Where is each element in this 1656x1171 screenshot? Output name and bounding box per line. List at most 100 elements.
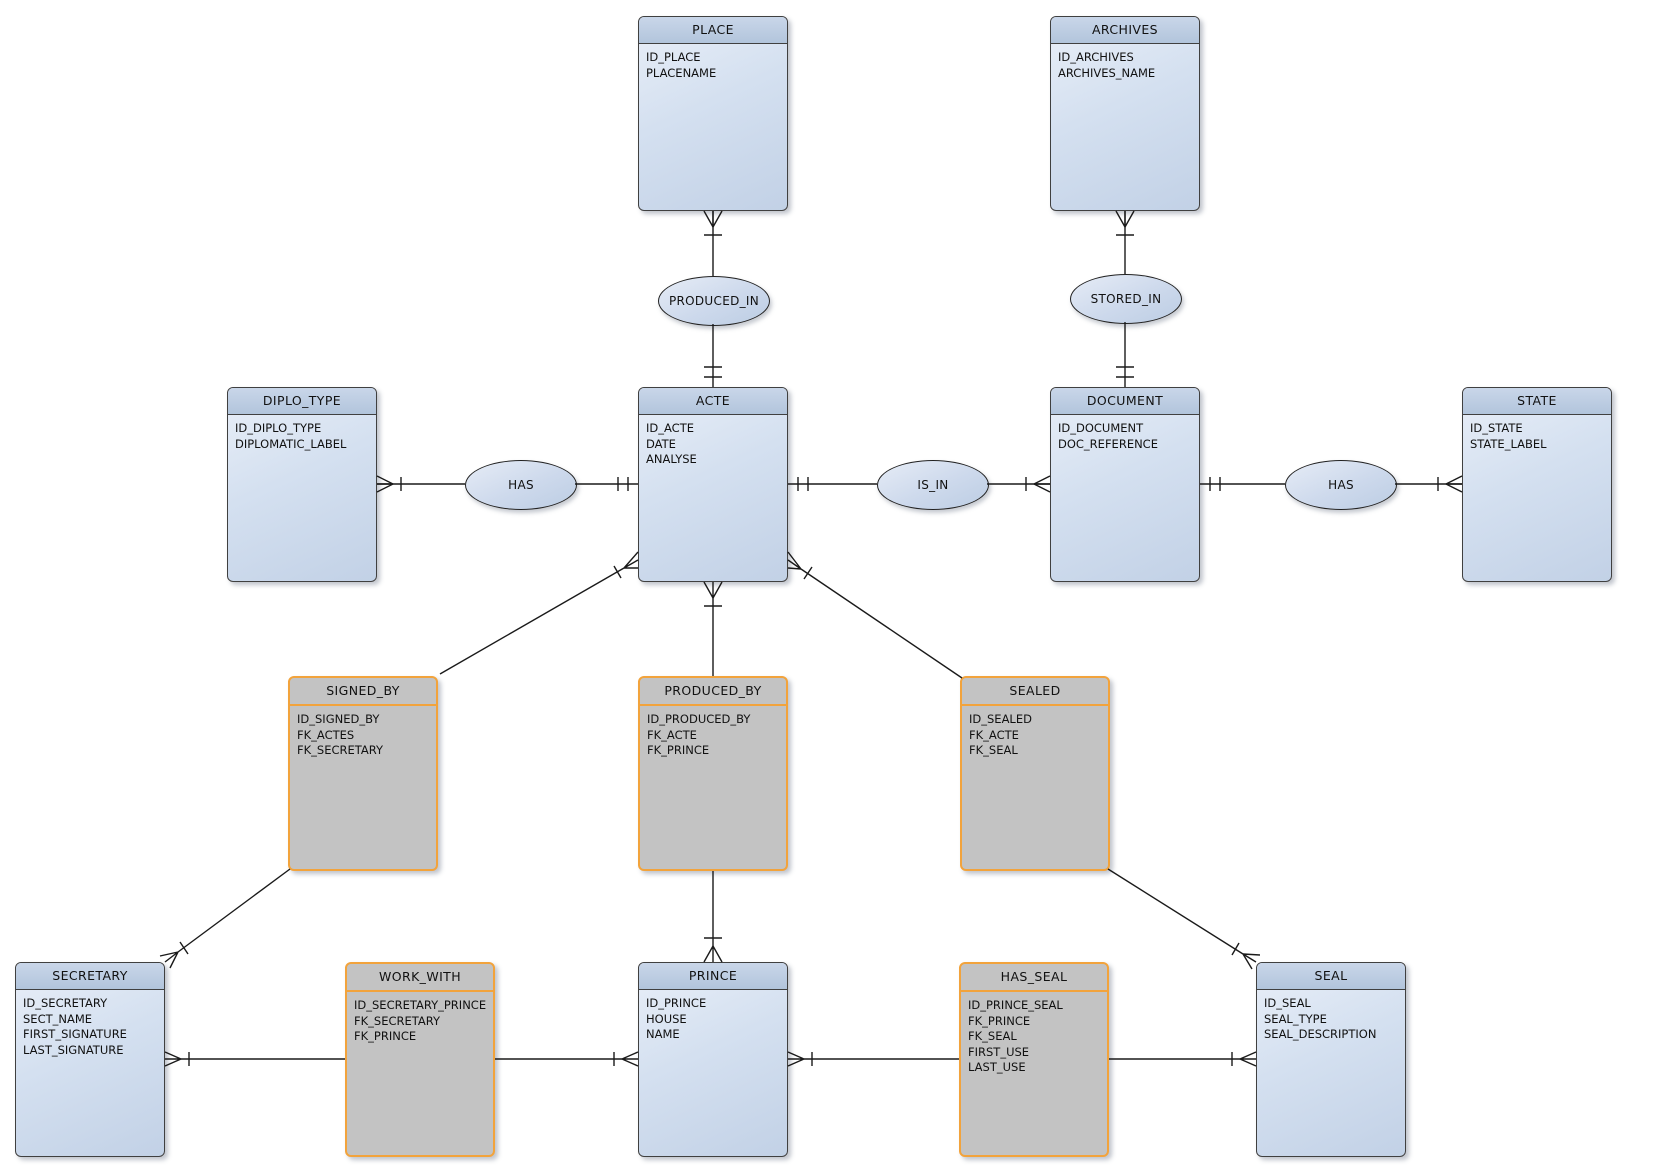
entity-title: WORK_WITH [347, 964, 493, 992]
crow-foot-many-marker [787, 551, 802, 570]
entity-field: LAST_SIGNATURE [23, 1042, 124, 1057]
crow-foot-many-marker [1115, 210, 1135, 228]
relationship-label: STORED_IN [1090, 292, 1162, 306]
relationship-label: HAS [1328, 478, 1354, 492]
crow-foot-many-marker [621, 1051, 639, 1067]
entity-title: DOCUMENT [1051, 388, 1199, 415]
entity-field: ID_ACTE [646, 421, 694, 435]
one-tick-marker [803, 566, 813, 580]
entity-field: ID_PRINCE [646, 996, 707, 1010]
entity-field: ID_SIGNED_BY [297, 712, 380, 726]
entity-title: SIGNED_BY [290, 678, 436, 706]
relationship-label: PRODUCED_IN [668, 294, 760, 308]
entity-field: PLACENAME [646, 65, 717, 80]
relationship-label: IS_IN [917, 478, 949, 492]
entity-title: STATE [1463, 388, 1611, 415]
entity-field: ARCHIVES_NAME [1058, 65, 1156, 80]
connector-produced-by-prince [703, 871, 723, 963]
one-tick-marker [179, 941, 189, 955]
entity-field: FIRST_USE [968, 1044, 1030, 1059]
entity-title: SEALED [962, 678, 1108, 706]
entity-field: FK_ACTE [647, 727, 697, 742]
entity-field: FK_SEAL [968, 1029, 1017, 1043]
entity-field: ID_SECRETARY [23, 996, 108, 1010]
crow-foot-many-marker [623, 551, 639, 569]
entity-field: DIPLOMATIC_LABEL [235, 436, 347, 451]
entity-field: LAST_USE [968, 1060, 1026, 1074]
relationship-has-state[interactable]: HAS [1285, 460, 1397, 510]
relationship-produced-in[interactable]: PRODUCED_IN [658, 276, 770, 326]
crow-foot-many-marker [703, 581, 723, 599]
connector-acte-sealed [787, 551, 963, 679]
entity-field: FK_ACTE [969, 727, 1019, 742]
entity-field: ID_SEAL [1264, 996, 1311, 1010]
crow-foot-many-marker [1445, 475, 1463, 493]
connector-work-with-prince [495, 1051, 639, 1067]
entity-field: ID_SECRETARY_PRINCE [354, 998, 487, 1012]
entity-field: ID_STATE [1470, 421, 1523, 435]
entity-field: FK_SECRETARY [297, 743, 384, 757]
entity-field: FK_PRINCE [968, 1013, 1031, 1028]
entity-field: NAME [646, 1027, 680, 1041]
one-tick-marker [1231, 942, 1240, 956]
crow-foot-many-marker [703, 945, 723, 963]
entity-field: FK_ACTES [297, 727, 355, 742]
entity-field: ID_PRINCE_SEAL [968, 998, 1063, 1012]
entity-field: ID_DOCUMENT [1058, 421, 1144, 435]
entity-title: HAS_SEAL [961, 964, 1107, 992]
connector-acte-signed-by [439, 551, 639, 675]
entity-title: SEAL [1257, 963, 1405, 990]
entity-field: FK_SEAL [969, 743, 1018, 757]
crow-foot-many-marker [1239, 1051, 1257, 1067]
connector-has-seal-seal [1109, 1051, 1257, 1067]
entity-title: ARCHIVES [1051, 17, 1199, 44]
entity-title: DIPLO_TYPE [228, 388, 376, 415]
entity-field: ID_DIPLO_TYPE [235, 421, 322, 435]
entity-field: HOUSE [646, 1011, 687, 1026]
connector-prince-has-seal [787, 1051, 959, 1067]
relationship-is-in[interactable]: IS_IN [877, 460, 989, 510]
entity-field: DATE [646, 436, 676, 451]
entity-field: FK_PRINCE [647, 743, 710, 757]
entity-field: ID_PLACE [646, 50, 701, 64]
crow-foot-many-marker [1033, 475, 1051, 493]
one-tick-marker [613, 565, 622, 579]
relationship-label: HAS [508, 478, 534, 492]
crow-foot-many-marker [787, 1051, 805, 1067]
entity-field: FIRST_SIGNATURE [23, 1027, 127, 1041]
relationship-has-diplo[interactable]: HAS [465, 460, 577, 510]
connector-secretary-work-with [164, 1051, 345, 1067]
entity-field: ID_ARCHIVES [1058, 50, 1134, 64]
relationship-stored-in[interactable]: STORED_IN [1070, 274, 1182, 324]
connector-acte-produced-by [703, 581, 723, 676]
entity-field: ANALYSE [646, 452, 697, 466]
entity-field: STATE_LABEL [1470, 436, 1547, 451]
